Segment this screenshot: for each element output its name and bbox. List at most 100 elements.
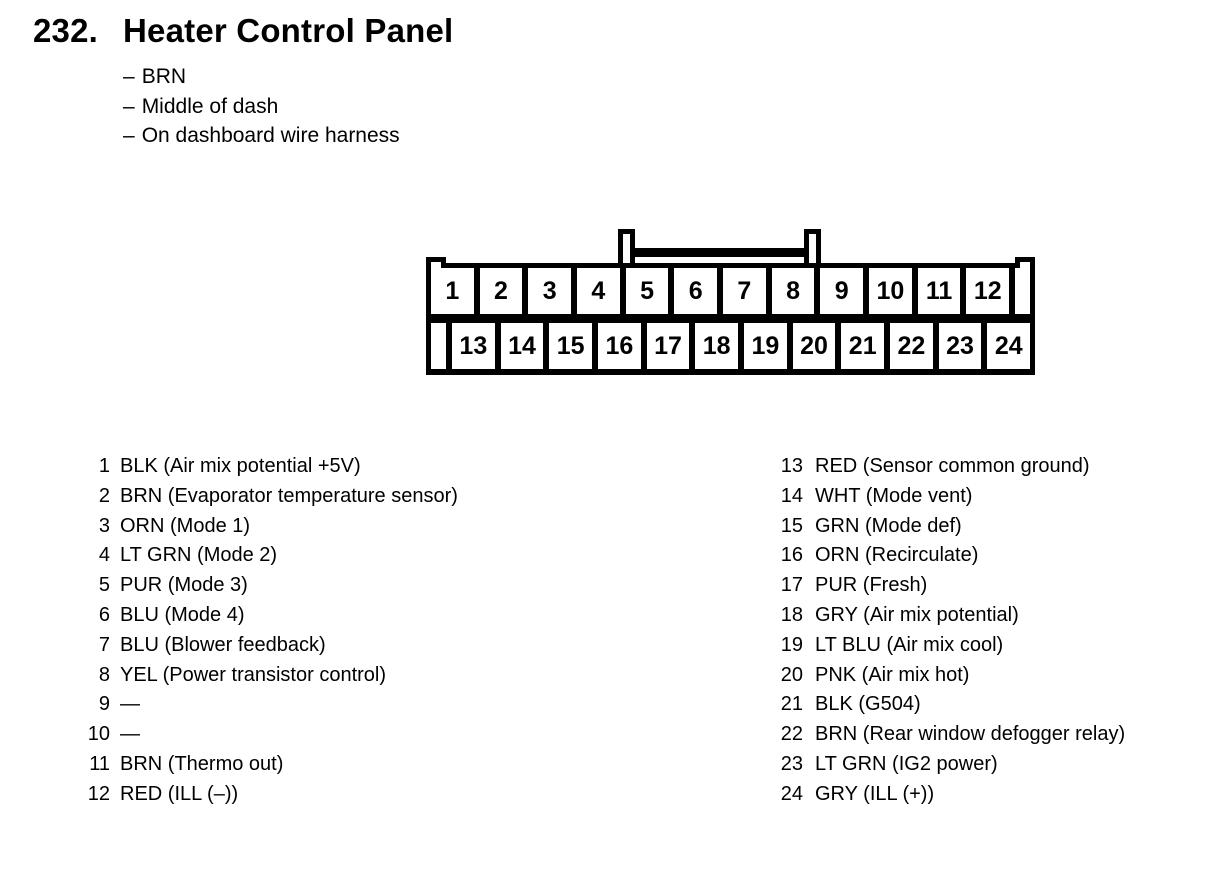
pin-number: 13 (780, 455, 803, 477)
pin-row: 7 BLU (Blower feedback) (86, 631, 458, 661)
pin-cell: 8 (771, 268, 815, 314)
pin-cell: 24 (987, 323, 1031, 369)
pin-cell: 1 (431, 268, 474, 314)
pin-description: GRY (Air mix potential) (815, 603, 1019, 626)
connector-corner-tab-right (1015, 257, 1035, 268)
pin-number: 5 (98, 574, 110, 597)
pin-cell: 20 (792, 323, 836, 369)
pin-row: 3 ORN (Mode 1) (86, 512, 458, 542)
note-line: – Middle of dash (123, 92, 400, 122)
pin-description: ORN (Recirculate) (815, 544, 979, 567)
pin-description: ORN (Mode 1) (120, 514, 251, 537)
section-number: 232. (33, 12, 99, 49)
note-text: Middle of dash (141, 94, 279, 118)
note-line: – BRN (123, 62, 400, 92)
pin-cell: 18 (695, 323, 739, 369)
pin-description: RED (Sensor common ground) (815, 455, 1090, 477)
note-line: – On dashboard wire harness (123, 121, 400, 151)
pin-description: PUR (Fresh) (815, 574, 928, 597)
note-text: BRN (141, 65, 187, 88)
pin-row: 5 PUR (Mode 3) (86, 571, 458, 601)
pin-cell: 21 (841, 323, 885, 369)
pin-row: 24 GRY (ILL (+)) (775, 780, 1125, 810)
connector-latch-bar (626, 248, 816, 257)
pin-cell: 2 (479, 268, 523, 314)
pin-description: BLK (G504) (815, 693, 921, 716)
pin-cell: 6 (674, 268, 718, 314)
pin-row: 23 LT GRN (IG2 power) (775, 750, 1125, 780)
connector-row-bottom: 13 14 15 16 17 18 19 20 21 22 23 24 (431, 323, 1031, 369)
pin-number: 17 (780, 574, 803, 597)
pin-number: 8 (98, 663, 110, 686)
pin-cell: 9 (820, 268, 864, 314)
pin-description: — (120, 693, 140, 716)
pin-number: 2 (98, 484, 110, 507)
note-dash: – (123, 124, 135, 147)
pin-row: 11 BRN (Thermo out) (86, 750, 458, 780)
pin-cell: 17 (646, 323, 690, 369)
pin-row: 18 GRY (Air mix potential) (775, 601, 1125, 631)
pin-description: BRN (Rear window defogger relay) (815, 723, 1126, 746)
pin-description: — (120, 723, 140, 746)
pin-row: 21 BLK (G504) (775, 690, 1125, 720)
pin-description: BLK (Air mix potential +5V) (120, 455, 361, 477)
pin-cell: 12 (966, 268, 1010, 314)
connector-body: 1 2 3 4 5 6 7 8 9 10 11 12 13 14 15 16 1 (426, 263, 1035, 375)
pin-number: 11 (89, 752, 110, 775)
pin-description: WHT (Mode vent) (815, 484, 973, 507)
blank-cell (431, 323, 446, 369)
pin-description: LT GRN (IG2 power) (815, 752, 998, 775)
blank-cell (1015, 268, 1031, 314)
pin-row: 4 LT GRN (Mode 2) (86, 541, 458, 571)
pin-number: 24 (780, 782, 803, 805)
pin-cell: 22 (890, 323, 933, 369)
pin-number: 12 (87, 782, 110, 805)
pin-description: PNK (Air mix hot) (815, 663, 970, 686)
pin-number: 16 (780, 544, 803, 567)
pin-cell: 13 (452, 323, 495, 369)
pin-row: 20 PNK (Air mix hot) (775, 661, 1125, 691)
pin-description: BRN (Evaporator temperature sensor) (120, 484, 458, 507)
pin-row: 17 PUR (Fresh) (775, 571, 1125, 601)
pin-number: 9 (98, 693, 110, 716)
pin-row: 1 BLK (Air mix potential +5V) (86, 452, 458, 482)
pin-row: 8 YEL (Power transistor control) (86, 661, 458, 691)
pin-cell: 23 (938, 323, 982, 369)
pin-number: 22 (780, 723, 803, 746)
connector-diagram: 1 2 3 4 5 6 7 8 9 10 11 12 13 14 15 16 1 (426, 229, 1035, 375)
pin-row: 6 BLU (Mode 4) (86, 601, 458, 631)
pin-number: 4 (98, 544, 110, 567)
pin-description: GRY (ILL (+)) (815, 782, 935, 805)
pin-number: 14 (780, 484, 803, 507)
pin-row: 12 RED (ILL (–)) (86, 780, 458, 810)
pin-cell: 15 (549, 323, 593, 369)
pin-number: 21 (780, 693, 803, 716)
pin-row: 22 BRN (Rear window defogger relay) (775, 720, 1125, 750)
pin-row: 10 — (86, 720, 458, 750)
pin-cell: 7 (723, 268, 766, 314)
pin-cell: 10 (869, 268, 912, 314)
pin-description: BLU (Mode 4) (120, 603, 245, 626)
pin-cell: 14 (500, 323, 544, 369)
pin-cell: 16 (598, 323, 641, 369)
connector-latch-post-left (618, 229, 635, 263)
pin-description: LT BLU (Air mix cool) (815, 633, 1004, 656)
pin-list-right: 13 RED (Sensor common ground) 14 WHT (Mo… (775, 452, 1125, 810)
pin-cell: 3 (528, 268, 572, 314)
pin-number: 15 (780, 514, 803, 537)
pin-cell: 19 (744, 323, 787, 369)
pin-description: RED (ILL (–)) (120, 782, 239, 805)
pin-number: 1 (98, 455, 110, 477)
page-title: 232. Heater Control Panel (33, 12, 453, 50)
pin-description: PUR (Mode 3) (120, 574, 248, 597)
pin-number: 23 (780, 752, 803, 775)
pin-row: 2 BRN (Evaporator temperature sensor) (86, 482, 458, 512)
pin-row: 13 RED (Sensor common ground) (775, 452, 1125, 482)
pin-row: 9 — (86, 690, 458, 720)
pin-list-left: 1 BLK (Air mix potential +5V) 2 BRN (Eva… (86, 452, 458, 810)
pin-row: 16 ORN (Recirculate) (775, 541, 1125, 571)
section-title: Heater Control Panel (123, 12, 454, 49)
pin-number: 18 (780, 603, 803, 626)
pin-number: 19 (780, 633, 803, 656)
pin-description: BRN (Thermo out) (120, 752, 284, 775)
